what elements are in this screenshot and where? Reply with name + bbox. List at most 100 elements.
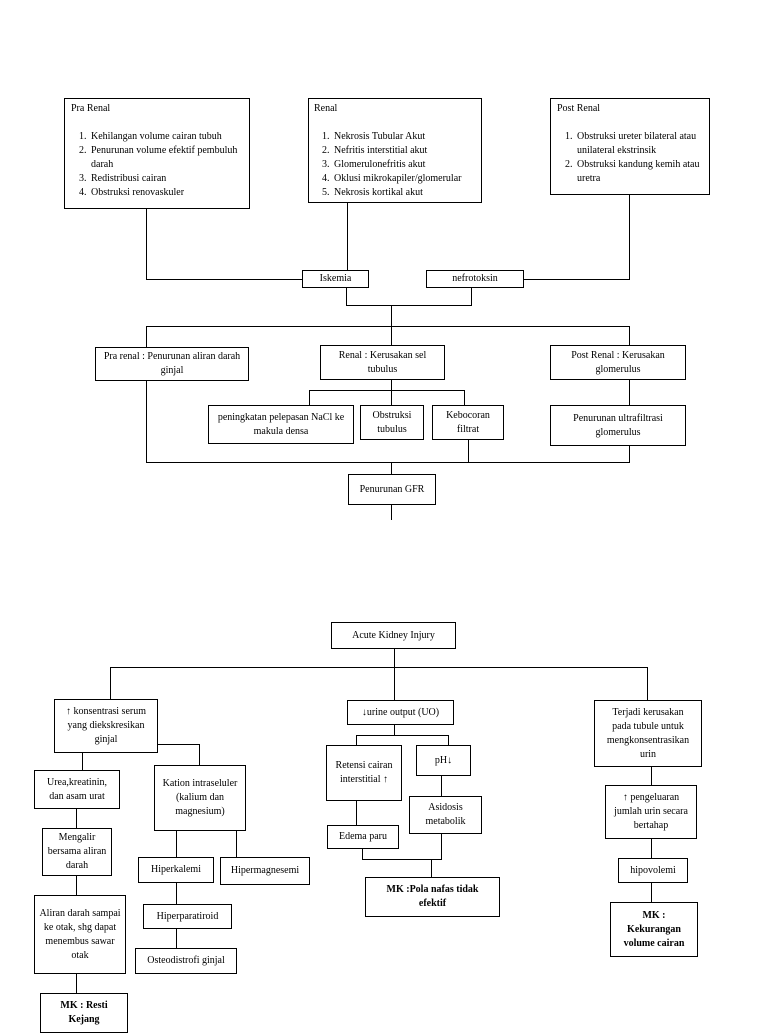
connector — [346, 287, 347, 306]
connector — [362, 848, 363, 860]
kation-box: Kation intraseluler (kalium dan magnesiu… — [154, 765, 246, 831]
mk-resti-kejang-box: MK : Resti Kejang — [40, 993, 128, 1033]
connector — [471, 287, 472, 306]
hipovolemi-box: hipovolemi — [618, 858, 688, 883]
osteodistrofi-label: Osteodistrofi ginjal — [147, 955, 225, 966]
list-item: Redistribusi cairan — [89, 172, 243, 186]
iskemia-box: Iskemia — [302, 270, 369, 288]
connector — [110, 667, 111, 699]
connector — [76, 875, 77, 895]
aliran-darah-box: Aliran darah sampai ke otak, shg dapat m… — [34, 895, 126, 974]
nefrotoksin-box: nefrotoksin — [426, 270, 524, 288]
connector — [146, 326, 630, 327]
connector — [394, 667, 395, 700]
pra-renal-effect-box: Pra renal : Penurunan aliran darah ginja… — [95, 347, 249, 381]
connector — [146, 462, 630, 463]
connector — [309, 390, 310, 406]
mengalir-label: Mengalir bersama aliran darah — [47, 832, 107, 871]
connector — [448, 735, 449, 745]
connector — [391, 326, 392, 345]
connector — [391, 504, 392, 520]
connector — [464, 390, 465, 406]
connector — [394, 648, 395, 668]
connector — [394, 724, 395, 736]
connector — [176, 883, 177, 904]
connector — [356, 735, 449, 736]
connector — [647, 667, 648, 700]
hiperparatiroid-label: Hiperparatiroid — [156, 910, 219, 922]
connector — [391, 379, 392, 391]
hiperkalemi-label: Hiperkalemi — [151, 864, 201, 875]
connector — [176, 928, 177, 948]
hiperparatiroid-box: Hiperparatiroid — [143, 904, 232, 929]
edema-paru-box: Edema paru — [327, 825, 399, 849]
connector — [391, 305, 392, 327]
renal-list: Nekrosis Tubular Akut Nefritis interstit… — [314, 130, 476, 200]
kerusakan-tubule-box: Terjadi kerusakan pada tubule untuk meng… — [594, 700, 702, 767]
renal-box: Renal Nekrosis Tubular Akut Nefritis int… — [308, 98, 482, 203]
connector — [431, 859, 432, 877]
connector — [346, 305, 472, 306]
iskemia-label: Iskemia — [319, 273, 352, 284]
nacl-label: peningkatan pelepasan NaCl ke makula den… — [217, 411, 345, 437]
connector — [146, 208, 147, 280]
penurunan-gfr-label: Penurunan GFR — [359, 483, 425, 495]
konsentrasi-serum-label: ↑ konsentrasi serum yang diekskresikan g… — [66, 706, 146, 745]
penurunan-gfr-box: Penurunan GFR — [348, 474, 436, 505]
pra-renal-list: Kehilangan volume cairan tubuh Penurunan… — [71, 130, 243, 200]
list-item: Oklusi mikrokapiler/glomerular — [332, 172, 476, 186]
connector — [146, 279, 303, 280]
osteodistrofi-box: Osteodistrofi ginjal — [135, 948, 237, 974]
list-item: Obstruksi renovaskuler — [89, 186, 243, 200]
connector — [82, 752, 83, 770]
list-item: Nekrosis Tubular Akut — [332, 130, 476, 144]
konsentrasi-serum-box: ↑ konsentrasi serum yang diekskresikan g… — [54, 699, 158, 753]
list-item: Nefritis interstitial akut — [332, 144, 476, 158]
connector — [236, 830, 237, 857]
aki-label: Acute Kidney Injury — [352, 629, 435, 641]
hipovolemi-label: hipovolemi — [630, 864, 676, 876]
mk-kekurangan-cairan-box: MK : Kekurangan volume cairan — [610, 902, 698, 957]
connector — [146, 381, 147, 463]
aki-box: Acute Kidney Injury — [331, 622, 456, 649]
urea-label: Urea,kreatinin, dan asam urat — [47, 776, 107, 802]
mengalir-box: Mengalir bersama aliran darah — [42, 828, 112, 876]
connector — [629, 445, 630, 463]
hiperkalemi-box: Hiperkalemi — [138, 857, 214, 883]
post-renal-title: Post Renal — [557, 103, 601, 114]
connector — [651, 766, 652, 785]
renal-title: Renal — [314, 103, 338, 114]
renal-effect-box: Renal : Kerusakan sel tubulus — [320, 345, 445, 380]
connector — [651, 838, 652, 858]
obstruksi-tubulus-label: Obstruksi tubulus — [372, 409, 412, 435]
pra-renal-effect-label: Pra renal : Penurunan aliran darah ginja… — [103, 351, 241, 376]
kerusakan-tubule-label: Terjadi kerusakan pada tubule untuk meng… — [606, 706, 690, 760]
post-renal-effect-label: Post Renal : Kerusakan glomerulus — [571, 349, 665, 375]
connector — [176, 830, 177, 857]
connector — [110, 667, 648, 668]
list-item: Penurunan volume efektif pembuluh darah — [89, 144, 243, 172]
pengeluaran-label: ↑ pengeluaran jumlah urin secara bertaha… — [614, 792, 688, 831]
connector — [441, 833, 442, 860]
mk-pola-nafas-label: MK :Pola nafas tidak efektif — [386, 884, 479, 909]
post-renal-effect-box: Post Renal : Kerusakan glomerulus — [550, 345, 686, 380]
connector — [362, 859, 442, 860]
renal-effect-label: Renal : Kerusakan sel tubulus — [338, 349, 427, 375]
connector — [356, 735, 357, 746]
asidosis-label: Asidosis metabolik — [425, 802, 466, 827]
connector — [76, 973, 77, 993]
ph-label: pH↓ — [434, 754, 453, 766]
hipermagnesemi-label: Hipermagnesemi — [230, 865, 300, 876]
connector — [441, 775, 442, 796]
connector — [629, 194, 630, 280]
post-renal-list: Obstruksi ureter bilateral atau unilater… — [557, 130, 703, 186]
post-renal-box: Post Renal Obstruksi ureter bilateral at… — [550, 98, 710, 195]
list-item: Nekrosis kortikal akut — [332, 186, 476, 200]
pengeluaran-box: ↑ pengeluaran jumlah urin secara bertaha… — [605, 785, 697, 839]
ph-box: pH↓ — [416, 745, 471, 776]
asidosis-box: Asidosis metabolik — [409, 796, 482, 834]
urea-box: Urea,kreatinin, dan asam urat — [34, 770, 120, 809]
urine-output-label: ↓urine output (UO) — [361, 706, 440, 718]
mk-kekurangan-cairan-label: MK : Kekurangan volume cairan — [623, 909, 685, 949]
retensi-cairan-label: Retensi cairan interstitial ↑ — [335, 760, 393, 785]
